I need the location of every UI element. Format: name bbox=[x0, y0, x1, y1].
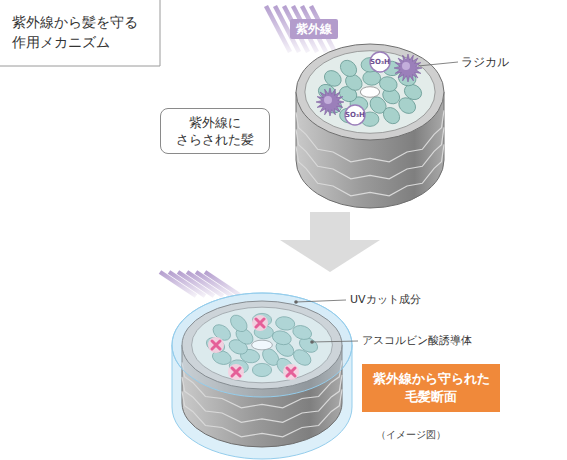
radical-highlight bbox=[402, 62, 410, 70]
cortex-cell bbox=[396, 95, 419, 117]
ascorbic-glow bbox=[228, 364, 244, 380]
caption: （イメージ図） bbox=[376, 428, 446, 442]
uv-cut-coating bbox=[172, 293, 352, 397]
down-arrow bbox=[280, 212, 380, 272]
cortex bbox=[305, 51, 435, 134]
state-box: 紫外線に さらされた髪 bbox=[160, 108, 270, 154]
protected-hair-cross-section bbox=[172, 293, 352, 459]
radical-highlight bbox=[324, 96, 332, 104]
node-text: 紫外線から守られた 毛髪断面 bbox=[368, 370, 494, 406]
cortex-cell bbox=[321, 67, 344, 89]
medulla bbox=[360, 87, 379, 98]
leader-dot bbox=[310, 340, 314, 344]
uv-ray bbox=[205, 272, 241, 296]
cortex-cell bbox=[378, 75, 399, 94]
leader-line bbox=[418, 62, 458, 66]
result-box: 紫外線から守られた 毛髪断面 bbox=[362, 364, 500, 412]
title-border bbox=[160, 0, 161, 66]
node-text: 紫外線 bbox=[296, 21, 332, 38]
callout-label: アスコルビン酸誘導体 bbox=[362, 334, 472, 348]
cuticle-line bbox=[296, 144, 444, 195]
cortex-cell bbox=[363, 71, 381, 86]
chemical-group: SO₃H bbox=[368, 57, 392, 67]
cuticle-ring bbox=[296, 44, 444, 140]
title-border bbox=[0, 66, 160, 67]
ascorbic-glow bbox=[208, 337, 224, 353]
leader-line bbox=[296, 300, 346, 302]
uv-tag: 紫外線 bbox=[290, 19, 338, 39]
chemical-group: SO₃H bbox=[343, 110, 367, 120]
callout-label: ラジカル bbox=[461, 55, 509, 70]
cortex-cell bbox=[380, 104, 403, 127]
ascorbic-marker bbox=[256, 319, 264, 327]
ascorbic-marker bbox=[232, 368, 240, 376]
uv-rays bbox=[266, 6, 335, 52]
leader-line bbox=[312, 341, 358, 342]
uv-cut-coating bbox=[172, 293, 352, 397]
ascorbic-glow bbox=[252, 315, 268, 331]
callout-label: UVカット成分 bbox=[350, 293, 421, 307]
leader-dot bbox=[294, 300, 298, 304]
ascorbic-marker bbox=[287, 368, 295, 376]
ascorbic-marker bbox=[212, 341, 220, 349]
node-text: 紫外線に さらされた髪 bbox=[173, 114, 257, 148]
radical bbox=[394, 54, 422, 82]
diagram-title: 紫外線から髪を守る 作用メカニズム bbox=[12, 12, 157, 52]
radical bbox=[316, 88, 344, 116]
hair-cross-section bbox=[296, 44, 444, 208]
ascorbic-glow bbox=[283, 364, 299, 380]
cortex-cell bbox=[337, 57, 360, 80]
uv-rays bbox=[160, 272, 241, 296]
